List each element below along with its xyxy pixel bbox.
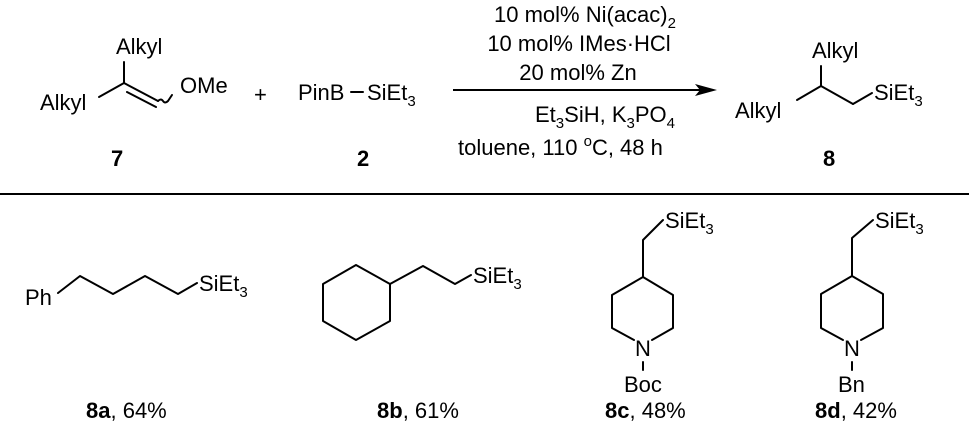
butyl-chain [57, 275, 198, 295]
double-bond [123, 82, 159, 102]
product-8-structure: Alkyl Alkyl SiEt3 8 [735, 38, 923, 171]
silyl-group: SiEt3 [875, 208, 924, 238]
ethyl-linker [389, 265, 472, 285]
condition-additives: Et3SiH, K3PO4 [535, 102, 675, 132]
reactant-2-label: 2 [357, 146, 369, 171]
reactant-7-alkyl-top: Alkyl [116, 34, 162, 59]
product-8-alkyl-top: Alkyl [812, 38, 858, 63]
product-8-silyl: SiEt3 [874, 80, 923, 110]
compound-label-8c: 8c, 48% [605, 398, 686, 423]
reactant-7-structure: Alkyl Alkyl OMe 7 [40, 34, 228, 171]
scope-entry-8c: SiEt3 N Boc 8c, 48% [605, 208, 714, 423]
benzyl-group: Bn [838, 372, 865, 397]
condition-catalyst: 10 mol% Ni(acac)2 [494, 2, 676, 32]
piperidine-ring [820, 275, 884, 341]
boc-group: Boc [624, 372, 662, 397]
reactant-2-silyl: SiEt3 [367, 80, 416, 110]
bond [796, 85, 822, 101]
condition-ligand: 10 mol% IMes·HCl [487, 31, 670, 56]
arrow-head-icon [695, 84, 717, 96]
product-8-label: 8 [823, 146, 835, 171]
product-8-alkyl-left: Alkyl [735, 98, 781, 123]
bond [98, 82, 125, 98]
reactant-7-alkyl-left: Alkyl [40, 90, 86, 115]
condition-solvent-temp-time: toluene, 110 oC, 48 h [458, 133, 663, 160]
scope-entry-8a: Ph SiEt3 8a, 64% [25, 271, 248, 423]
methylene-linker [642, 219, 664, 278]
nitrogen-atom: N [635, 336, 651, 361]
bond [820, 85, 854, 105]
silyl-group: SiEt3 [199, 271, 248, 301]
wavy-bond-icon [157, 94, 173, 104]
double-bond [126, 91, 157, 108]
reactant-2-pinb: PinB [298, 80, 344, 105]
reactant-7-label: 7 [111, 146, 123, 171]
plus-sign: + [254, 82, 267, 107]
compound-label-8a: 8a, 64% [86, 398, 167, 423]
nitrogen-atom: N [844, 336, 860, 361]
scope-entry-8b: SiEt3 8b, 61% [322, 263, 522, 423]
bond [852, 92, 873, 105]
condition-reductant: 20 mol% Zn [519, 60, 636, 85]
scope-entry-8d: SiEt3 N Bn 8d, 42% [815, 208, 924, 423]
compound-label-8d: 8d, 42% [815, 398, 897, 423]
piperidine-ring [611, 276, 674, 341]
silyl-group: SiEt3 [665, 208, 714, 238]
phenyl-group: Ph [25, 285, 52, 310]
compound-label-8b: 8b, 61% [377, 398, 459, 423]
reactant-2-structure: PinB SiEt3 2 [298, 80, 416, 171]
reactant-7-ome: OMe [180, 73, 228, 98]
methylene-linker [851, 219, 874, 277]
reaction-conditions: 10 mol% Ni(acac)2 10 mol% IMes·HCl 20 mo… [453, 2, 717, 160]
silyl-group: SiEt3 [473, 263, 522, 293]
cyclohexane-ring [322, 264, 391, 341]
